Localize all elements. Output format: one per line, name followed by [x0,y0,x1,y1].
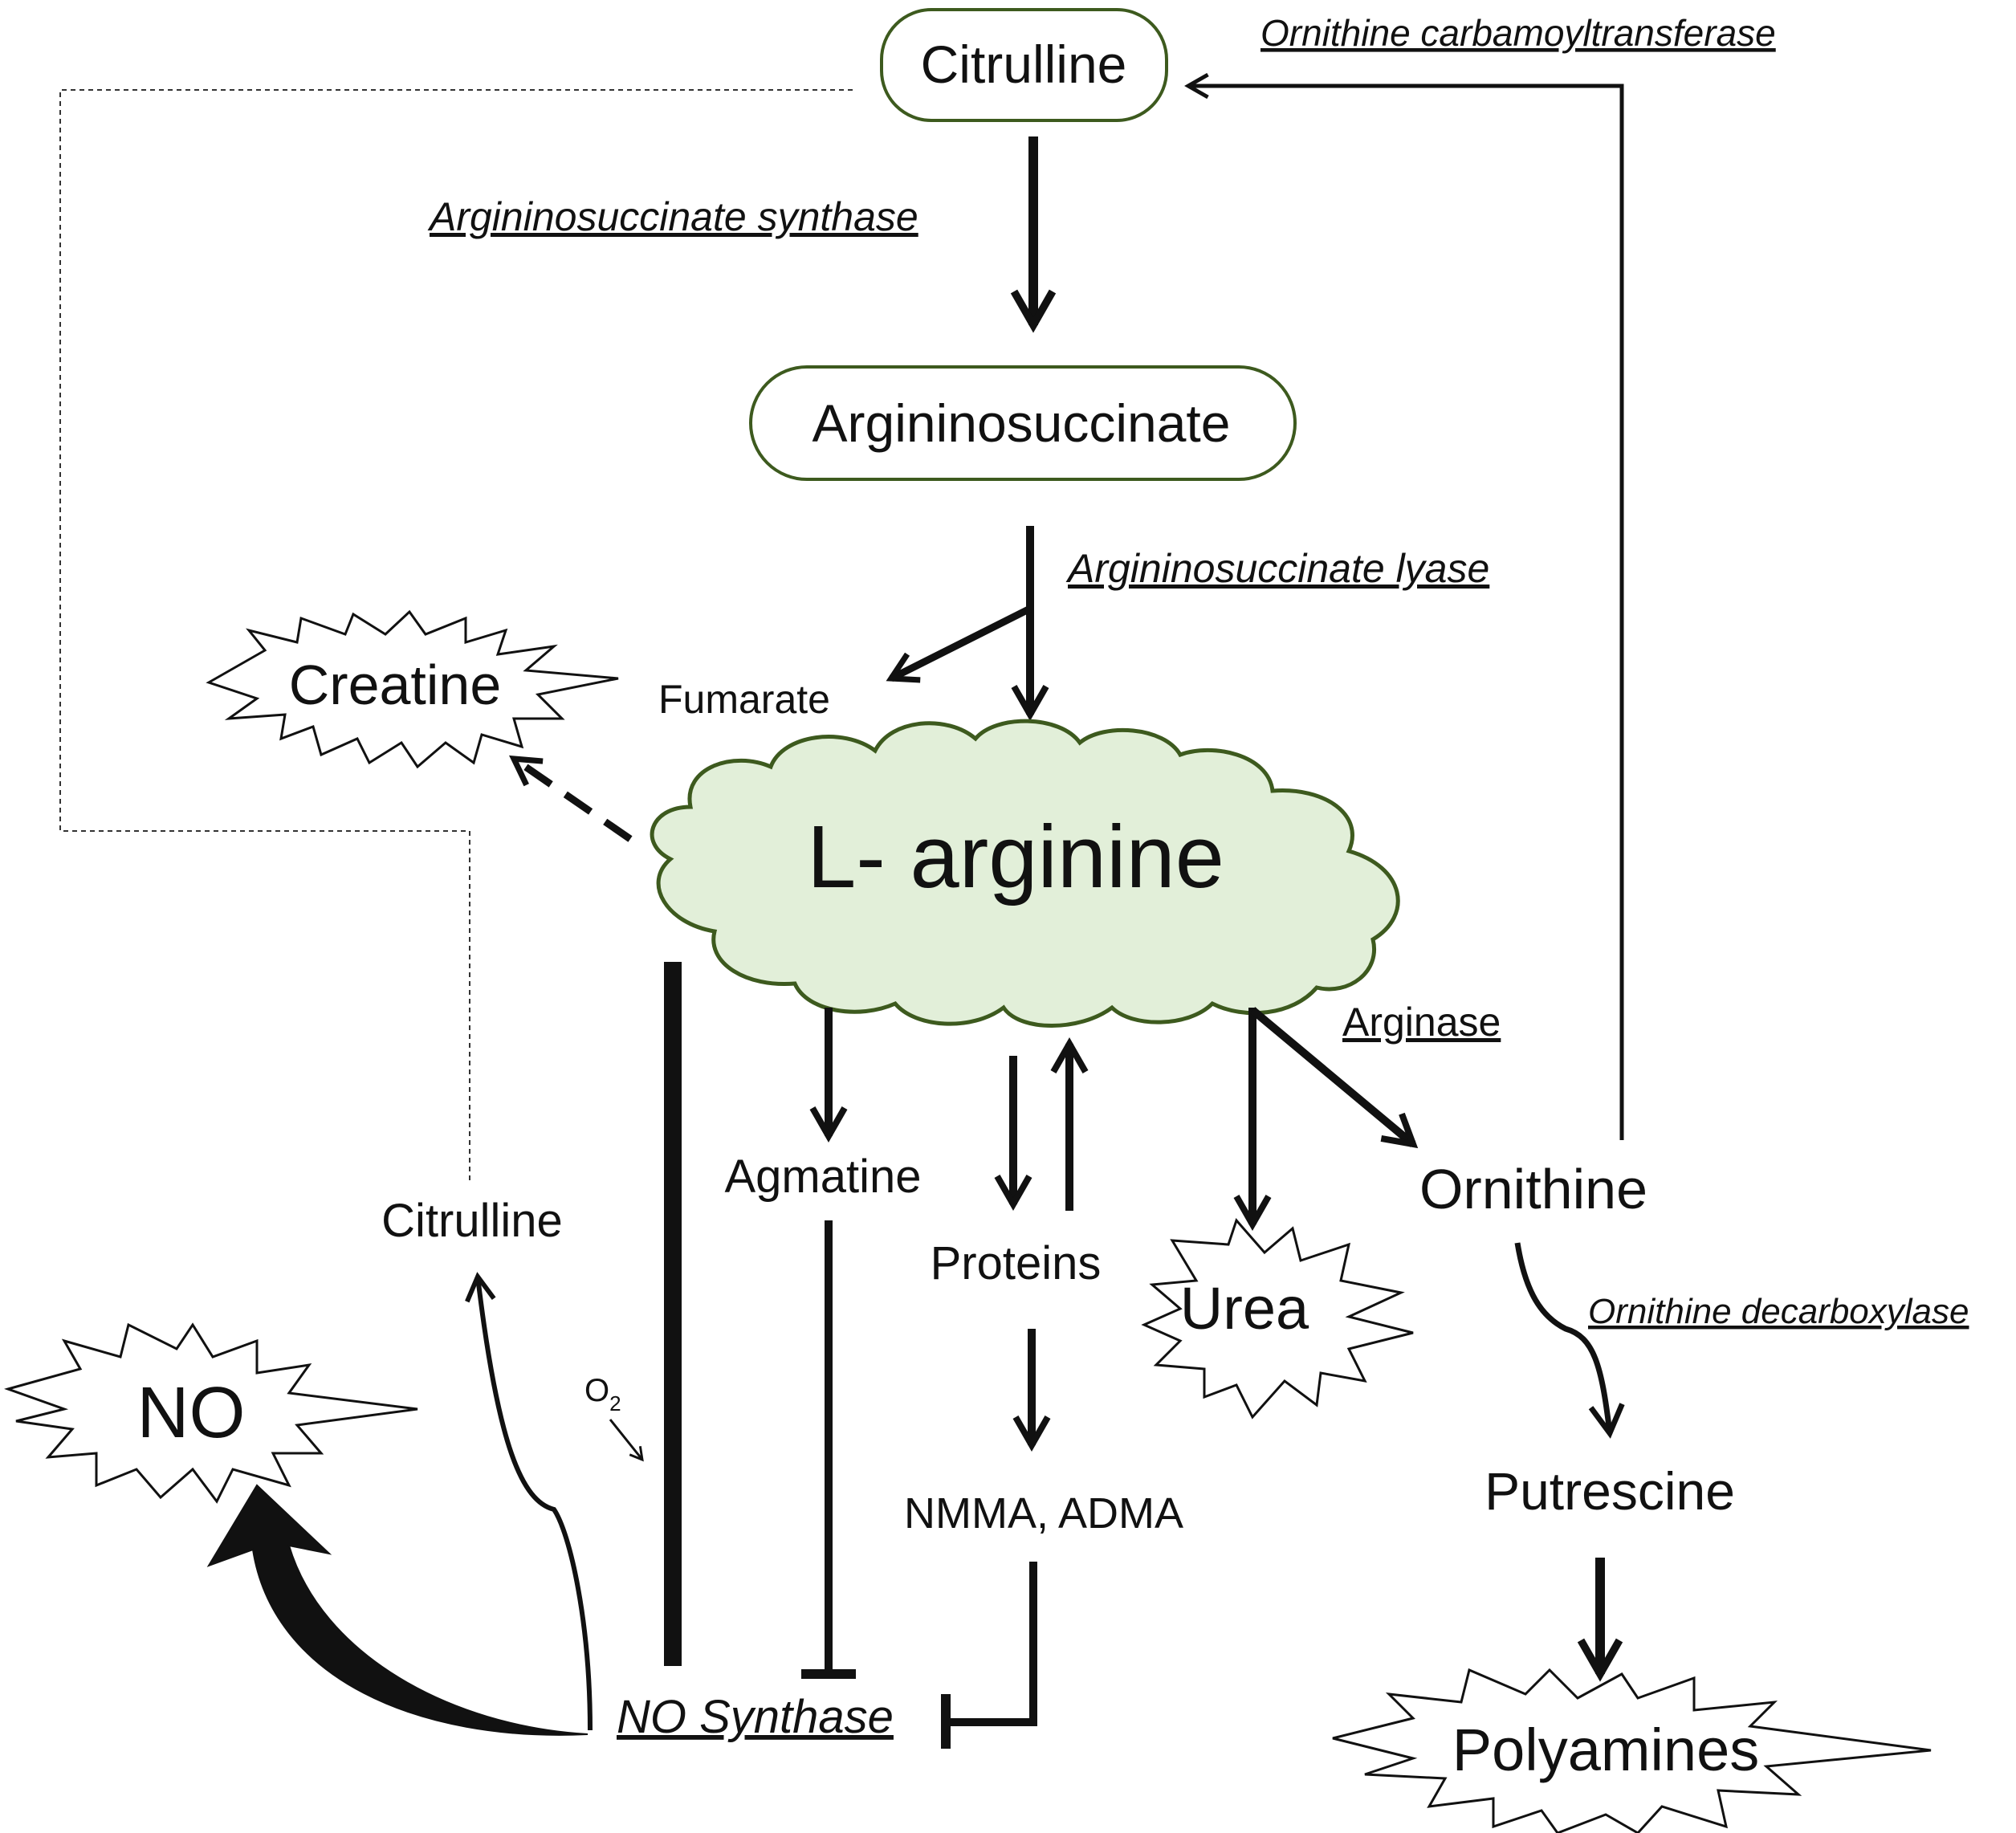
argininosuccinate-label: Argininosuccinate [813,393,1231,453]
polyamines-label: Polyamines [1452,1717,1760,1783]
no-synthase-label: NO Synthase [617,1691,894,1743]
ornithine-carbamoyltransferase-label: Ornithine carbamoyltransferase [1261,12,1776,54]
argininosuccinate-lyase-label: Argininosuccinate lyase [1065,546,1489,591]
putrescine-label: Putrescine [1485,1461,1735,1521]
o2-small-arrow [609,1419,644,1462]
citrulline-top-label: Citrulline [921,35,1127,94]
o2-label: O2 [584,1373,621,1415]
ornithine-label: Ornithine [1419,1158,1647,1220]
ornithine-to-citrulline-arrow [1184,72,1624,1140]
creatine-starburst [206,609,619,769]
argininosuccinate-node: Argininosuccinate [749,365,1297,481]
creatine-node: Creatine [206,609,619,769]
arginine-to-ornithine-arrow [1249,1007,1419,1149]
ornithine-to-putrescine-arrow [1514,1242,1625,1439]
no-synthase-to-citrulline-arrow [465,1272,593,1731]
creatine-label: Creatine [289,654,502,716]
argininosuccinate-synthase-label: Argininosuccinate synthase [427,194,918,239]
no-starburst [4,1322,418,1504]
no-node: NO [4,1322,418,1504]
ornithine-decarboxylase-label: Ornithine decarboxylase [1588,1292,1969,1331]
citrulline-top-node: Citrulline [880,8,1168,122]
l-arginine-cloud [650,719,1400,1028]
citrulline-recycling-dashed-line [59,89,855,1180]
l-arginine-label: L- arginine [807,808,1224,906]
nmma-inhibits-no-synthase [947,1562,1037,1726]
urea-label: Urea [1180,1275,1309,1342]
citrulline-left-label: Citrulline [381,1195,563,1247]
l-arginine-node: L- arginine [650,719,1400,1028]
proteins-label: Proteins [931,1237,1102,1289]
polyamines-node: Polyamines [1332,1668,1932,1833]
urea-starburst [1141,1218,1414,1420]
nmma-adma-label: NMMA, ADMA [904,1489,1183,1538]
polyamines-starburst [1332,1668,1932,1833]
no-label: NO [137,1373,246,1453]
urea-node: Urea [1141,1218,1414,1420]
arginine-to-creatine-arrow [509,755,633,842]
no-synthase-to-no-arrow [206,1484,589,1736]
fumarate-label: Fumarate [658,677,830,722]
fumarate-branch-arrow [886,605,1032,683]
arginase-label: Arginase [1342,1000,1501,1045]
agmatine-label: Agmatine [724,1151,921,1203]
